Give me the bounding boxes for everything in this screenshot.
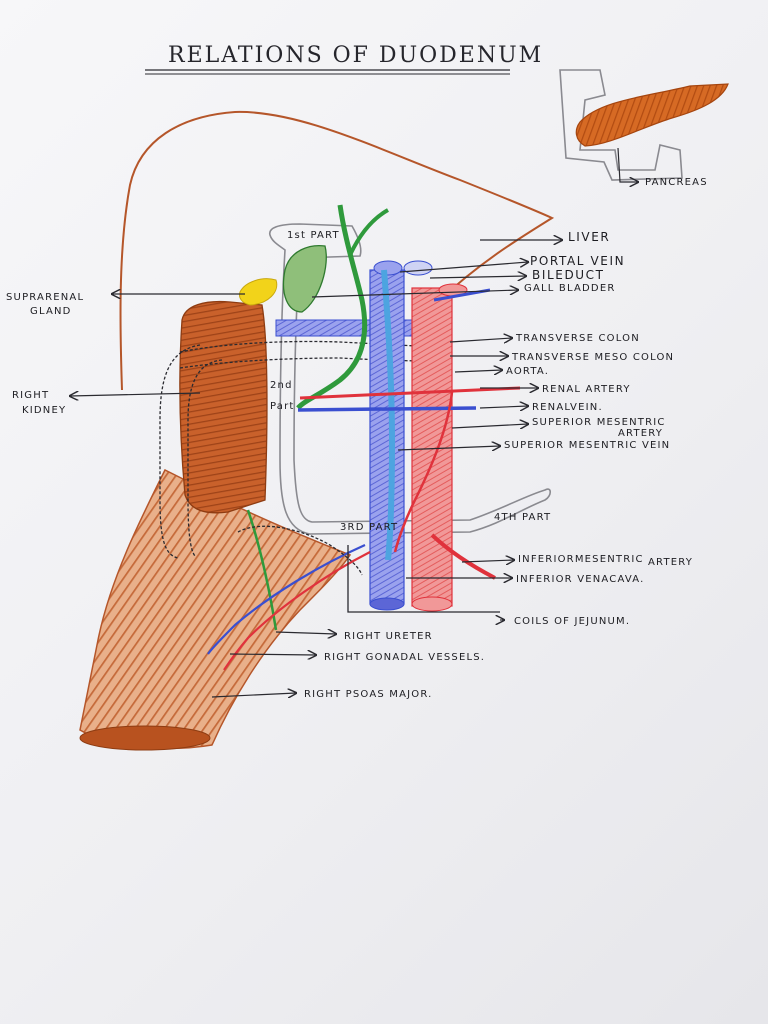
portal-vein-label: PORTAL VEIN xyxy=(530,254,625,268)
first-part-label: 1st PART xyxy=(287,230,340,241)
smv-arrow xyxy=(397,446,500,450)
ureter-arrow xyxy=(275,632,336,634)
jejunum-leader xyxy=(347,545,500,613)
pancreas-shape xyxy=(575,83,729,147)
portal-vein xyxy=(381,269,396,561)
liver-label: LIVER xyxy=(568,230,610,244)
ima-label-1: INFERIORMESENTRIC xyxy=(518,554,644,565)
duodenum-outline-inset xyxy=(559,69,683,181)
jejunum-label: COILS OF JEJUNUM. xyxy=(514,616,630,627)
second-part-label-b: Part xyxy=(270,401,295,412)
fourth-part-label: 4TH PART xyxy=(494,512,551,523)
bile-duct xyxy=(296,204,368,410)
gall-bladder-label: GALL BLADDER xyxy=(524,283,615,294)
portal-vein-arrow xyxy=(399,262,528,273)
renal-artery-label: RENAL ARTERY xyxy=(542,384,631,395)
ima-label-2: ARTERY xyxy=(648,557,693,568)
suprarenal-label-2: GLAND xyxy=(30,306,72,317)
ureter-label: RIGHT URETER xyxy=(344,631,433,642)
pancreas-arrow xyxy=(617,147,638,182)
gonadal-label: RIGHT GONADAL VESSELS. xyxy=(324,652,485,663)
bile-duct-label: BILEDUCT xyxy=(532,268,605,282)
aorta xyxy=(411,287,453,607)
suprarenal-gland xyxy=(239,278,278,306)
kidney-label-1: RIGHT xyxy=(12,390,49,401)
pancreas-inset: PANCREAS xyxy=(559,69,729,188)
bile-duct-arrow xyxy=(429,276,526,278)
psoas-cut-end xyxy=(79,725,211,751)
renal-vein-label: RENALVEIN. xyxy=(532,402,603,413)
smv-label: SUPERIOR MESENTRIC VEIN xyxy=(504,440,670,451)
aorta-arrow xyxy=(454,370,502,372)
gall-bladder-arrow xyxy=(311,290,518,298)
kidney-arrow xyxy=(70,393,201,396)
aorta-label: AORTA. xyxy=(506,366,549,377)
ivc-end xyxy=(369,597,405,611)
right-ureter xyxy=(246,509,278,631)
ascending-colon xyxy=(159,344,223,559)
duodenum-c-loop xyxy=(269,223,552,535)
kidney-label-2: KIDNEY xyxy=(22,405,66,416)
right-gonadal-vein xyxy=(207,543,366,655)
right-gonadal-artery xyxy=(223,551,371,671)
bile-duct-branch xyxy=(348,208,390,256)
transverse-colon-arrow xyxy=(449,338,512,342)
sma-arrow xyxy=(451,424,528,428)
jejunum-coil xyxy=(237,525,363,576)
psoas-label: RIGHT PSOAS MAJOR. xyxy=(304,689,433,700)
transverse-mesocolon-label: TRANSVERSE MESO COLON xyxy=(511,352,674,363)
suprarenal-label-1: SUPRARENAL xyxy=(6,292,84,303)
sma-label-2: ARTERY xyxy=(618,428,663,439)
diagram-title: RELATIONS OF DUODENUM xyxy=(168,43,543,68)
gall-bladder xyxy=(282,244,327,313)
pancreas-label: PANCREAS xyxy=(645,177,708,188)
liver-outline xyxy=(119,110,555,391)
gonadal-arrow xyxy=(229,654,316,655)
renal-vein xyxy=(297,406,477,412)
second-part-label-a: 2nd xyxy=(270,380,293,391)
transverse-colon-label: TRANSVERSE COLON xyxy=(515,333,640,344)
renal-vein-arrow xyxy=(479,406,528,408)
ivc-top xyxy=(373,260,403,276)
renal-artery xyxy=(299,386,521,400)
inferior-mesenteric-artery xyxy=(430,533,496,580)
sma-label-1: SUPERIOR MESENTRIC xyxy=(532,417,666,428)
psoas-arrow xyxy=(211,693,296,697)
superior-mesenteric-artery xyxy=(393,391,454,553)
aorta-end xyxy=(411,596,453,612)
ima-arrow xyxy=(461,560,514,562)
portal-top xyxy=(403,260,433,276)
right-kidney xyxy=(179,300,268,514)
ivc-label: INFERIOR VENACAVA. xyxy=(516,574,645,585)
third-part-label: 3RD PART xyxy=(340,522,398,533)
